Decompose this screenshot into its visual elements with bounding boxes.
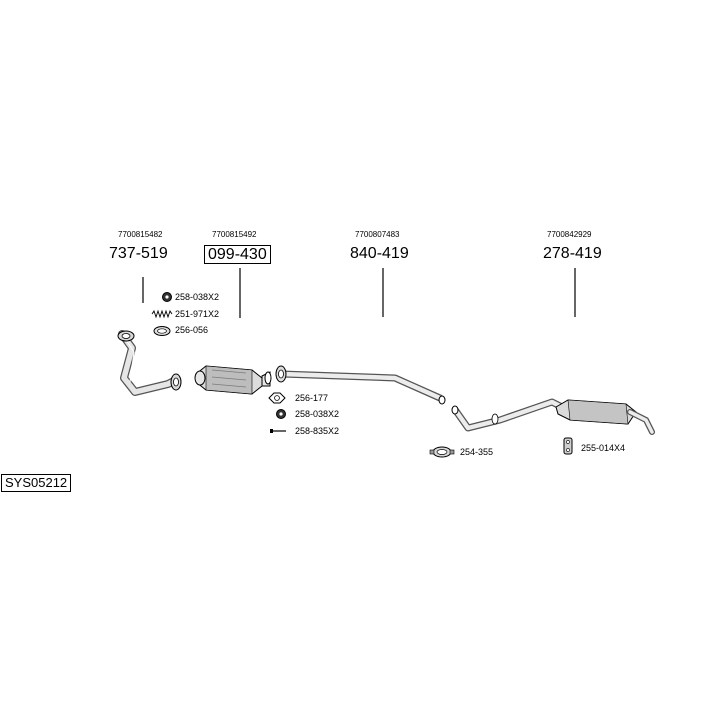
part-number-737-519[interactable]: 737-519 [109,245,168,262]
rubber-hanger-icon [563,437,573,455]
part-number-099-430[interactable]: 099-430 [204,245,271,264]
bolt-icon [270,429,286,433]
front-pipe-737-519 [117,330,182,396]
accessory-label-bolt[interactable]: 258-835X2 [295,426,340,436]
accessory-label-rubber-hanger[interactable]: 255-014X4 [581,443,626,453]
part-number-278-419[interactable]: 278-419 [543,245,602,262]
oem-number-099-430: 7700815492 [212,230,257,239]
spring-icon [151,309,173,319]
flange-gasket-icon [268,392,286,404]
rear-silencer-278-419 [451,398,655,435]
oem-number-840-419: 7700807483 [355,230,400,239]
system-code: SYS05212 [1,474,72,492]
nut-icon [276,409,286,419]
oem-number-737-519: 7700815482 [118,230,163,239]
nut-icon [162,292,172,302]
ring-gasket-icon [153,326,171,336]
accessory-label-ring-gasket[interactable]: 256-056 [175,325,209,335]
oem-number-278-419: 7700842929 [547,230,592,239]
accessory-label-clamp[interactable]: 254-355 [460,447,494,457]
accessory-label-nut-2[interactable]: 258-038X2 [295,409,340,419]
clamp-icon [429,446,455,458]
accessory-label-nut[interactable]: 258-038X2 [175,292,220,302]
intermediate-pipe-840-419 [275,365,446,405]
catalytic-converter-099-430 [194,365,272,395]
accessory-label-spring[interactable]: 251-971X2 [175,309,220,319]
part-number-840-419[interactable]: 840-419 [350,245,409,262]
accessory-label-flange-gasket[interactable]: 256-177 [295,393,329,403]
